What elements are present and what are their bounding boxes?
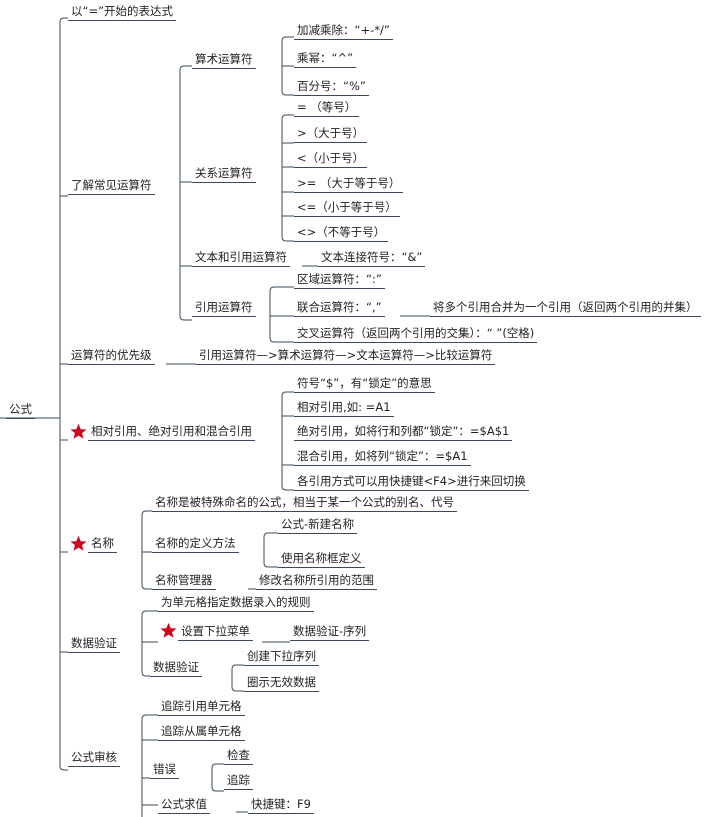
audit-trace-dependents: 追踪从属单元格	[158, 724, 245, 741]
text-item: 文本连接符号：“&”	[318, 250, 426, 267]
root-topic: 公式	[6, 402, 35, 419]
ref-item: 交叉运算符（返回两个引用的交集）：“ ”(空格)	[294, 326, 538, 343]
names-method-item: 使用名称框定义	[278, 551, 365, 568]
rel-operators: 关系运算符	[192, 166, 256, 183]
audit-error-item: 检查	[224, 748, 253, 765]
arith-item: 乘幂：“^”	[294, 51, 357, 68]
ref-type-item: 各引用方式可以用快捷键<F4>进行来回切换	[294, 474, 529, 491]
names-manager-item: 修改名称所引用的范围	[256, 573, 377, 590]
rel-item: <（小于号）	[294, 151, 368, 168]
text-operators: 文本和引用运算符	[192, 250, 290, 267]
audit-eval-item: 快捷键：F9	[248, 797, 314, 814]
rel-item: <=（小于等于号）	[294, 200, 400, 217]
names-manager: 名称管理器	[152, 573, 216, 590]
validation-rule: 为单元格指定数据录入的规则	[158, 595, 314, 612]
names-method: 名称的定义方法	[152, 536, 239, 553]
ref-operators: 引用运算符	[192, 300, 256, 317]
branch-priority: 运算符的优先级	[68, 348, 155, 365]
ref-type-item: 相对引用,如: =A1	[294, 400, 394, 417]
audit-error: 错误	[150, 762, 179, 779]
ref-item: 联合运算符：“,”	[294, 300, 385, 317]
star-icon	[70, 423, 87, 439]
ref-type-item: 混合引用，如将列“锁定”：=$A1	[294, 449, 471, 466]
rel-item: >= （大于等于号）	[294, 176, 404, 193]
ref-item: 区域运算符：“:”	[294, 272, 385, 289]
names-method-item: 公式-新建名称	[278, 517, 358, 534]
validation-dropdown: 设置下拉菜单	[178, 624, 253, 641]
validation-dv: 数据验证	[150, 660, 202, 677]
arith-item: 加减乘除：“+-*/”	[294, 23, 393, 40]
validation-dv-item: 创建下拉序列	[244, 649, 319, 666]
names-definition: 名称是被特殊命名的公式，相当于某一个公式的别名、代号	[152, 495, 457, 512]
star-icon	[70, 535, 87, 551]
star-icon	[160, 622, 177, 638]
arith-item: 百分号：“%”	[294, 79, 369, 96]
branch-names: 名称	[88, 536, 117, 553]
branch-audit: 公式审核	[68, 750, 120, 767]
union-note: 将多个引用合并为一个引用（返回两个引用的并集）	[430, 300, 701, 317]
branch-validation: 数据验证	[68, 636, 120, 653]
branch-references: 相对引用、绝对引用和混合引用	[88, 424, 255, 441]
rel-item: <>（不等于号）	[294, 225, 389, 242]
priority-order: 引用运算符—>算术运算符—>文本运算符—>比较运算符	[196, 348, 496, 365]
branch-expression: 以“=”开始的表达式	[68, 4, 177, 21]
audit-trace-precedents: 追踪引用单元格	[158, 699, 245, 716]
validation-dropdown-item: 数据验证-序列	[290, 624, 370, 641]
ref-type-item: 绝对引用，如将行和列都“锁定”：=$A$1	[294, 424, 513, 441]
rel-item: = （等号）	[294, 100, 360, 117]
ref-type-item: 符号“$”，有“锁定”的意思	[294, 376, 435, 393]
rel-item: >（大于号）	[294, 126, 368, 143]
branch-operators: 了解常见运算符	[68, 178, 155, 195]
audit-error-item: 追踪	[224, 773, 253, 790]
validation-dv-item: 圈示无效数据	[244, 675, 319, 692]
arith-operators: 算术运算符	[192, 52, 256, 69]
audit-eval: 公式求值	[158, 797, 210, 814]
